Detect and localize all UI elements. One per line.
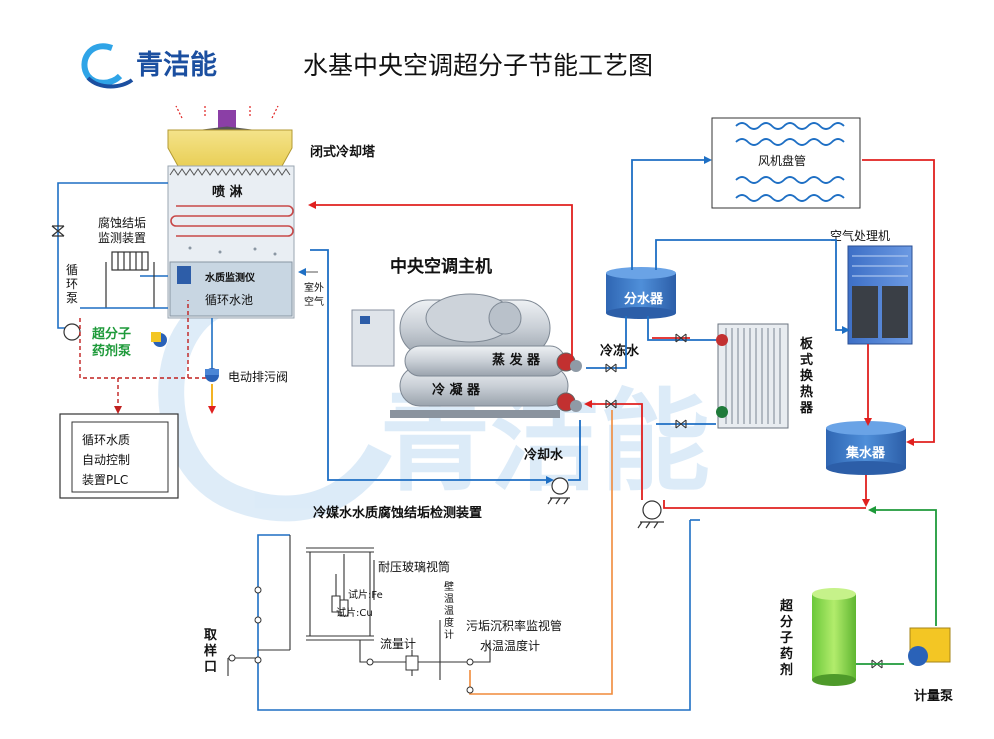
plate-hx-label-4: 热 bbox=[800, 384, 813, 400]
chilled-supply-lines bbox=[586, 156, 850, 425]
supra-agent-label-4: 药 bbox=[780, 646, 793, 662]
outdoor-air-label-1: 室外 bbox=[304, 281, 324, 294]
refrig-monitor-label: 冷媒水水质腐蚀结垢检测装置 bbox=[313, 505, 482, 521]
outdoor-air-label-2: 空气 bbox=[304, 295, 324, 308]
wall-temp-label-2: 温 bbox=[444, 593, 454, 605]
dosing-line bbox=[856, 506, 937, 665]
corrosion-monitor-label-1: 腐蚀结垢 bbox=[98, 215, 146, 230]
fan-coil-label: 风机盘管 bbox=[758, 153, 806, 168]
wall-temp-label-3: 温 bbox=[444, 605, 454, 617]
collector-label: 集水器 bbox=[845, 445, 886, 461]
plate-hx-label-1: 板 bbox=[800, 336, 814, 352]
drain-valve-icon bbox=[205, 368, 219, 382]
page-title: 水基中央空调超分子节能工艺图 bbox=[303, 51, 653, 80]
corrosion-monitor-device bbox=[80, 251, 168, 309]
plate-hx-label-3: 换 bbox=[800, 368, 814, 384]
cooling-tower: 喷 淋 水质监测仪 循环水池 bbox=[167, 104, 295, 319]
water-temp-label: 水温温度计 bbox=[480, 638, 540, 653]
sampling-return-line bbox=[469, 410, 613, 695]
coupon-cu-label: 试片:Cu bbox=[336, 606, 373, 619]
supra-agent-label-3: 子 bbox=[780, 631, 793, 646]
left-loop-valve-icon bbox=[51, 225, 65, 237]
control-signal-lines bbox=[79, 300, 208, 414]
cooling-water-pump-icon bbox=[547, 477, 570, 505]
circ-pool-label: 循环水池 bbox=[205, 293, 253, 307]
supra-pump-label-1: 超分子 bbox=[92, 326, 131, 342]
cooling-return-line bbox=[308, 201, 573, 360]
chiller-label: 中央空调主机 bbox=[390, 256, 492, 277]
cooling-supply-line bbox=[310, 249, 581, 484]
sampling-loop bbox=[257, 519, 700, 711]
supra-agent-label-1: 超 bbox=[780, 598, 794, 614]
logo: 青洁能 bbox=[81, 43, 217, 89]
supra-pump-label-2: 药剂泵 bbox=[92, 343, 131, 359]
tower-circulation-loop bbox=[57, 182, 168, 329]
water-monitor-label: 水质监测仪 bbox=[204, 271, 256, 284]
sample-port-label-2: 样 bbox=[204, 643, 217, 659]
drain-valve-label: 电动排污阀 bbox=[228, 370, 288, 384]
closed-tower-label: 闭式冷却塔 bbox=[310, 144, 376, 160]
coupon-fe-label: 试片:Fe bbox=[348, 588, 383, 601]
flow-meter-icon bbox=[405, 655, 419, 671]
ahu-unit bbox=[847, 245, 913, 345]
ahu-label: 空气处理机 bbox=[830, 228, 890, 243]
sampling-valves bbox=[254, 586, 474, 694]
distributor-label: 分水器 bbox=[624, 291, 664, 307]
collector bbox=[826, 421, 906, 475]
chilled-water-label: 冷冻水 bbox=[600, 343, 640, 359]
sample-port-valve-icon bbox=[228, 654, 236, 662]
sample-port-label-3: 口 bbox=[204, 660, 217, 675]
plate-heat-exchanger bbox=[716, 323, 789, 429]
water-monitor-icon bbox=[177, 266, 191, 284]
logo-swoosh-icon bbox=[81, 43, 123, 86]
fan-motor-icon bbox=[218, 110, 236, 128]
circ-pump-label-2: 环 bbox=[66, 277, 78, 291]
circ-pump-label-3: 泵 bbox=[66, 291, 78, 305]
supra-agent-tank bbox=[812, 588, 856, 686]
plc-label-3: 装置PLC bbox=[82, 473, 128, 487]
glass-tube-label: 耐压玻璃视筒 bbox=[378, 559, 450, 574]
cooling-water-label: 冷却水 bbox=[524, 447, 564, 463]
chiller-unit bbox=[351, 293, 582, 418]
supra-dosing-pump-icon bbox=[151, 332, 167, 347]
glass-tube-rack bbox=[306, 547, 375, 641]
chilled-water-pump-icon bbox=[637, 500, 664, 529]
supra-agent-label-5: 剂 bbox=[779, 662, 793, 678]
wall-temp-label-5: 计 bbox=[444, 628, 454, 641]
sampling-piping bbox=[258, 535, 491, 680]
supra-agent-label-2: 分 bbox=[780, 614, 793, 630]
corrosion-monitor-label-2: 监测装置 bbox=[98, 231, 146, 245]
plc-label-2: 自动控制 bbox=[82, 453, 130, 467]
flow-meter-label: 流量计 bbox=[380, 637, 416, 651]
condenser-label: 冷 凝 器 bbox=[432, 382, 481, 398]
circ-pump-label-1: 循 bbox=[66, 263, 78, 277]
wall-temp-label-4: 度 bbox=[444, 616, 454, 629]
sample-port-label-1: 取 bbox=[204, 628, 218, 643]
dosing-pump-label: 计量泵 bbox=[914, 688, 953, 704]
plc-box bbox=[59, 413, 179, 499]
evaporator-label: 蒸 发 器 bbox=[492, 352, 541, 368]
plate-hx-label-2: 式 bbox=[800, 352, 813, 368]
distributor bbox=[606, 267, 676, 319]
dosing-pump-icon bbox=[908, 627, 951, 666]
plc-label-1: 循环水质 bbox=[82, 433, 130, 447]
chilled-return-lines bbox=[584, 159, 935, 509]
plate-hx-label-5: 器 bbox=[799, 401, 814, 416]
wall-temp-label-1: 壁 bbox=[444, 580, 454, 593]
fan-coil-group bbox=[711, 117, 861, 209]
circ-pump-icon bbox=[63, 323, 81, 341]
logo-text: 青洁能 bbox=[136, 49, 217, 81]
spray-label: 喷 淋 bbox=[212, 184, 243, 200]
fouling-tube-label: 污垢沉积率监视管 bbox=[466, 618, 562, 633]
